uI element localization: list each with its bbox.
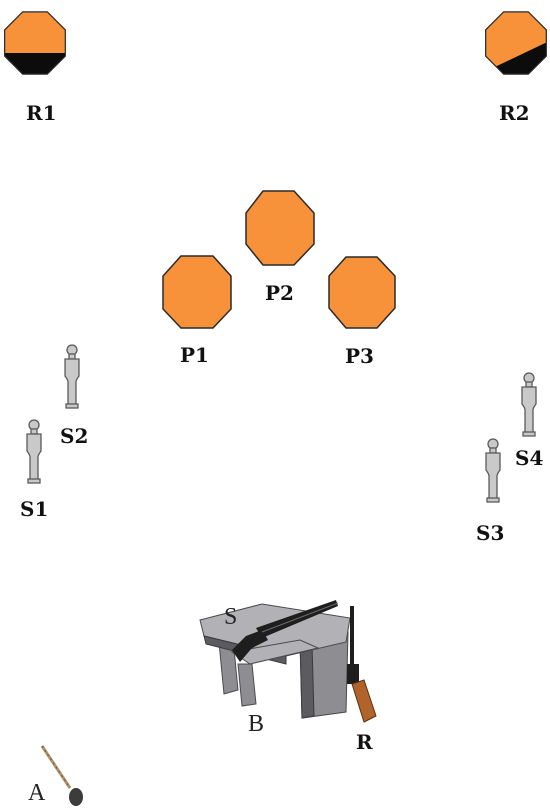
target-s4: S4 (515, 373, 543, 470)
s4-knockdown-icon (522, 373, 536, 436)
target-label-s3: S3 (476, 521, 504, 545)
p1-plate-icon (163, 256, 231, 328)
shooting-bench: S B R (200, 600, 376, 754)
s3-knockdown-icon (486, 439, 500, 502)
s2-knockdown-icon (65, 345, 79, 408)
rifle-label: R (356, 730, 373, 754)
target-label-r1: R1 (26, 101, 57, 125)
target-r2: R2 (480, 0, 550, 125)
target-label-p2: P2 (265, 281, 294, 305)
target-p1: P1 (163, 256, 231, 367)
target-label-p3: P3 (345, 344, 374, 368)
r1-plate-icon (0, 0, 80, 93)
target-s3: S3 (476, 439, 504, 545)
p3-plate-icon (329, 257, 395, 328)
p2-plate-icon (246, 191, 314, 265)
target-p2: P2 (246, 191, 314, 305)
target-label-s2: S2 (60, 424, 88, 448)
bench-label: B (248, 711, 264, 737)
start-marker-icon (42, 746, 83, 806)
r2-plate-icon (480, 0, 550, 90)
s1-knockdown-icon (27, 420, 41, 483)
start-position: A (28, 746, 83, 806)
bench-icon (200, 604, 350, 718)
rifle-icon (347, 606, 376, 722)
target-label-s1: S1 (20, 497, 48, 521)
shotgun-label: S (224, 604, 237, 630)
target-s2: S2 (60, 345, 88, 448)
target-label-p1: P1 (180, 343, 209, 367)
target-r1: R1 (0, 0, 80, 125)
target-s1: S1 (20, 420, 48, 521)
target-label-s4: S4 (515, 446, 543, 470)
start-label: A (28, 780, 46, 806)
target-label-r2: R2 (499, 101, 530, 125)
target-p3: P3 (329, 257, 395, 368)
